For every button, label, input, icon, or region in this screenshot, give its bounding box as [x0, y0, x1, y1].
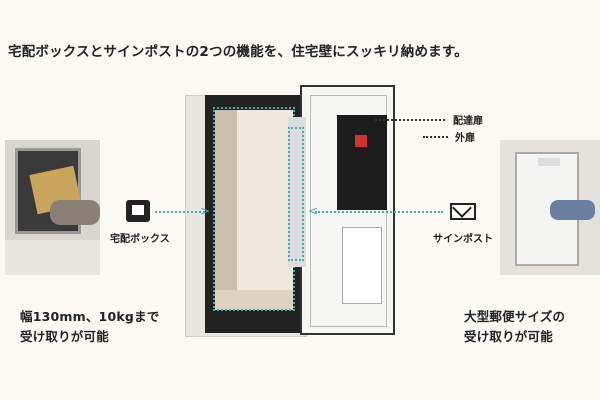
left-note-line2: 受け取りが可能: [20, 329, 109, 344]
envelope-icon: [450, 198, 476, 220]
instruction-label: [342, 227, 382, 304]
callout-line: [375, 119, 445, 121]
headline: 宅配ボックスとサインポストの2つの機能を、住宅壁にスッキリ納めます。: [8, 44, 468, 60]
outer-door: [288, 85, 395, 335]
mail-unit: [337, 115, 387, 210]
callout-line: [423, 136, 448, 138]
right-note-line2: 受け取りが可能: [464, 329, 553, 344]
arrow-left-icon: <: [308, 204, 319, 218]
sign-post-label: サインポスト: [433, 234, 493, 245]
mail-photo: [500, 140, 600, 275]
callout-outer-door: 外扉: [455, 133, 475, 144]
cabinet-frame: [205, 95, 302, 333]
delivery-photo: [5, 140, 100, 275]
left-note-line1: 幅130mm、10kgまで: [20, 309, 160, 324]
package-icon: [126, 200, 150, 222]
right-note-line1: 大型郵便サイズの: [464, 309, 566, 324]
arrow-line: [315, 211, 443, 213]
arrow-line: [155, 211, 205, 213]
cabinet-interior: [215, 110, 293, 310]
callout-inner-door: 配達扉: [453, 116, 483, 127]
delivery-box-label: 宅配ボックス: [110, 234, 170, 245]
arrow-right-icon: >: [200, 204, 211, 218]
